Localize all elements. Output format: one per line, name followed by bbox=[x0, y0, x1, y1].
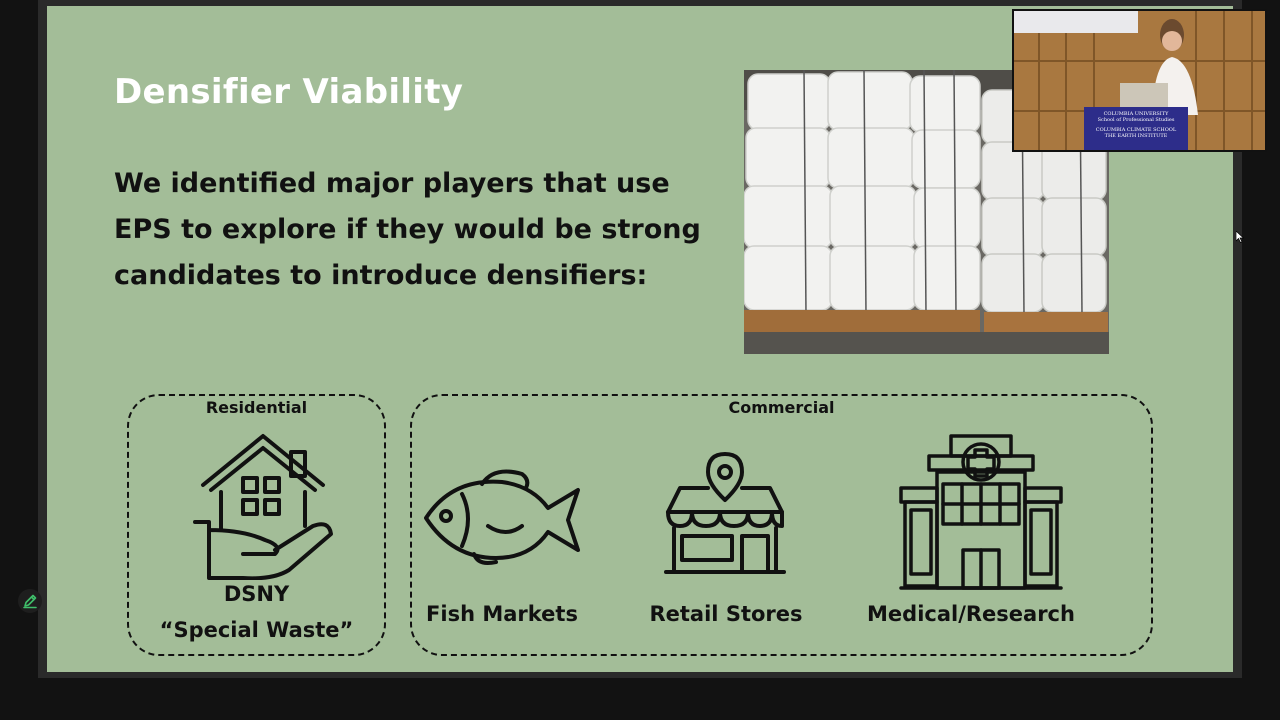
residential-label: Residential bbox=[205, 398, 308, 417]
medical-research-label: Medical/Research bbox=[867, 602, 1075, 626]
house-in-hand-icon bbox=[193, 434, 333, 580]
slide-title: Densifier Viability bbox=[114, 72, 464, 112]
speaker-webcam: COLUMBIA UNIVERSITY School of Profession… bbox=[1012, 9, 1267, 152]
residential-group: Residential DSNY “Special Waste” bbox=[127, 394, 386, 656]
body-line: EPS to explore if they would be strong bbox=[114, 214, 701, 245]
mouse-cursor-icon bbox=[1236, 231, 1244, 243]
podium-logo: COLUMBIA UNIVERSITY School of Profession… bbox=[1095, 111, 1177, 139]
dsny-label: DSNY bbox=[223, 582, 290, 606]
special-waste-label: “Special Waste” bbox=[159, 618, 354, 642]
slide-body: We identified major players that use EPS… bbox=[114, 161, 714, 299]
commercial-label: Commercial bbox=[728, 398, 835, 417]
commercial-group: Commercial Fish Markets bbox=[410, 394, 1153, 656]
fish-markets-label: Fish Markets bbox=[426, 602, 578, 626]
pencil-icon bbox=[23, 594, 37, 609]
storefront-icon bbox=[664, 452, 786, 574]
hospital-icon bbox=[899, 434, 1063, 590]
body-line: We identified major players that use bbox=[114, 168, 670, 199]
annotation-button[interactable] bbox=[18, 589, 42, 613]
fish-icon bbox=[424, 469, 580, 565]
retail-stores-label: Retail Stores bbox=[649, 602, 803, 626]
body-line: candidates to introduce densifiers: bbox=[114, 260, 648, 291]
